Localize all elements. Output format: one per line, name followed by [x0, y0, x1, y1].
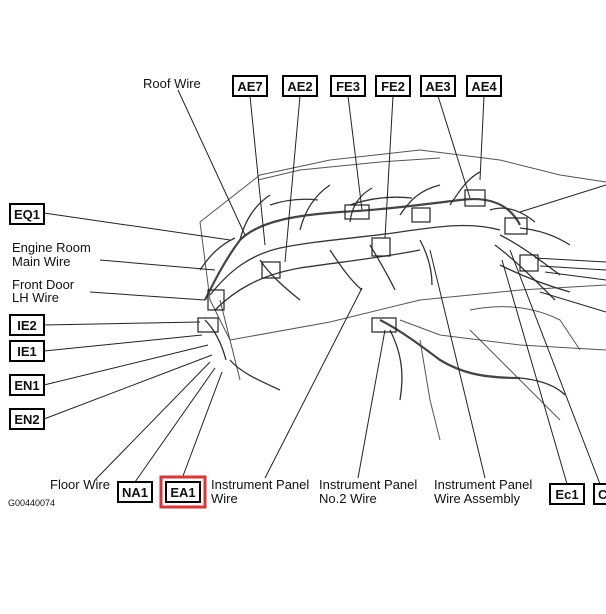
code-en1: EN1	[14, 378, 39, 393]
highlight-ea1	[159, 475, 207, 509]
code-ie1: IE1	[17, 344, 37, 359]
code-na1: NA1	[122, 485, 148, 500]
code-fe3: FE3	[336, 79, 360, 94]
code-box-na1: NA1	[117, 481, 153, 503]
ip-no2-label-line2: No.2 Wire	[319, 491, 377, 506]
ip-assy-label-line2: Wire Assembly	[434, 491, 520, 506]
code-box-eq1: EQ1	[9, 203, 45, 225]
ip-no2-label-line1: Instrument Panel	[319, 477, 417, 492]
connector-blocks	[197, 189, 539, 333]
code-ae7: AE7	[237, 79, 262, 94]
ip-wire-label-line2: Wire	[211, 491, 238, 506]
code-eq1: EQ1	[14, 207, 40, 222]
code-en2: EN2	[14, 412, 39, 427]
code-box-ae7: AE7	[232, 75, 268, 97]
code-ae2: AE2	[287, 79, 312, 94]
code-box-ea1: EA1	[165, 481, 201, 503]
code-ae3: AE3	[425, 79, 450, 94]
leader-lines	[43, 89, 606, 485]
code-ea1: EA1	[170, 485, 195, 500]
engine-room-label-line1: Engine Room	[12, 240, 91, 255]
code-box-en1: EN1	[9, 374, 45, 396]
code-fe2: FE2	[381, 79, 405, 94]
text-labels: Roof Wire Engine Room Main Wire Front Do…	[8, 76, 532, 508]
front-door-label-line2: LH Wire	[12, 290, 59, 305]
code-box-fe3: FE3	[330, 75, 366, 97]
wire-harness-bundles	[199, 171, 571, 401]
instrument-panel-outline	[199, 149, 606, 441]
code-box-ae3: AE3	[420, 75, 456, 97]
code-ec1: Ec1	[555, 487, 578, 502]
connector-code-boxes: AE7 AE2 FE3 FE2 AE3 AE4 EQ1 IE2	[9, 75, 606, 505]
code-box-ae4: AE4	[466, 75, 502, 97]
code-box-cut: C	[593, 483, 606, 505]
code-box-ie2: IE2	[9, 314, 45, 336]
floor-wire-label: Floor Wire	[50, 477, 110, 492]
roof-wire-label: Roof Wire	[143, 76, 201, 91]
code-ie2: IE2	[17, 318, 37, 333]
front-door-label-line1: Front Door	[12, 277, 75, 292]
figure-number: G00440074	[8, 498, 55, 508]
ip-assy-label-line1: Instrument Panel	[434, 477, 532, 492]
code-ae4: AE4	[471, 79, 497, 94]
ip-wire-label-line1: Instrument Panel	[211, 477, 309, 492]
code-cut: C	[598, 487, 606, 502]
code-box-ec1: Ec1	[549, 483, 585, 505]
engine-room-label-line2: Main Wire	[12, 254, 71, 269]
code-box-ae2: AE2	[282, 75, 318, 97]
code-box-ie1: IE1	[9, 340, 45, 362]
code-box-fe2: FE2	[375, 75, 411, 97]
code-box-en2: EN2	[9, 408, 45, 430]
